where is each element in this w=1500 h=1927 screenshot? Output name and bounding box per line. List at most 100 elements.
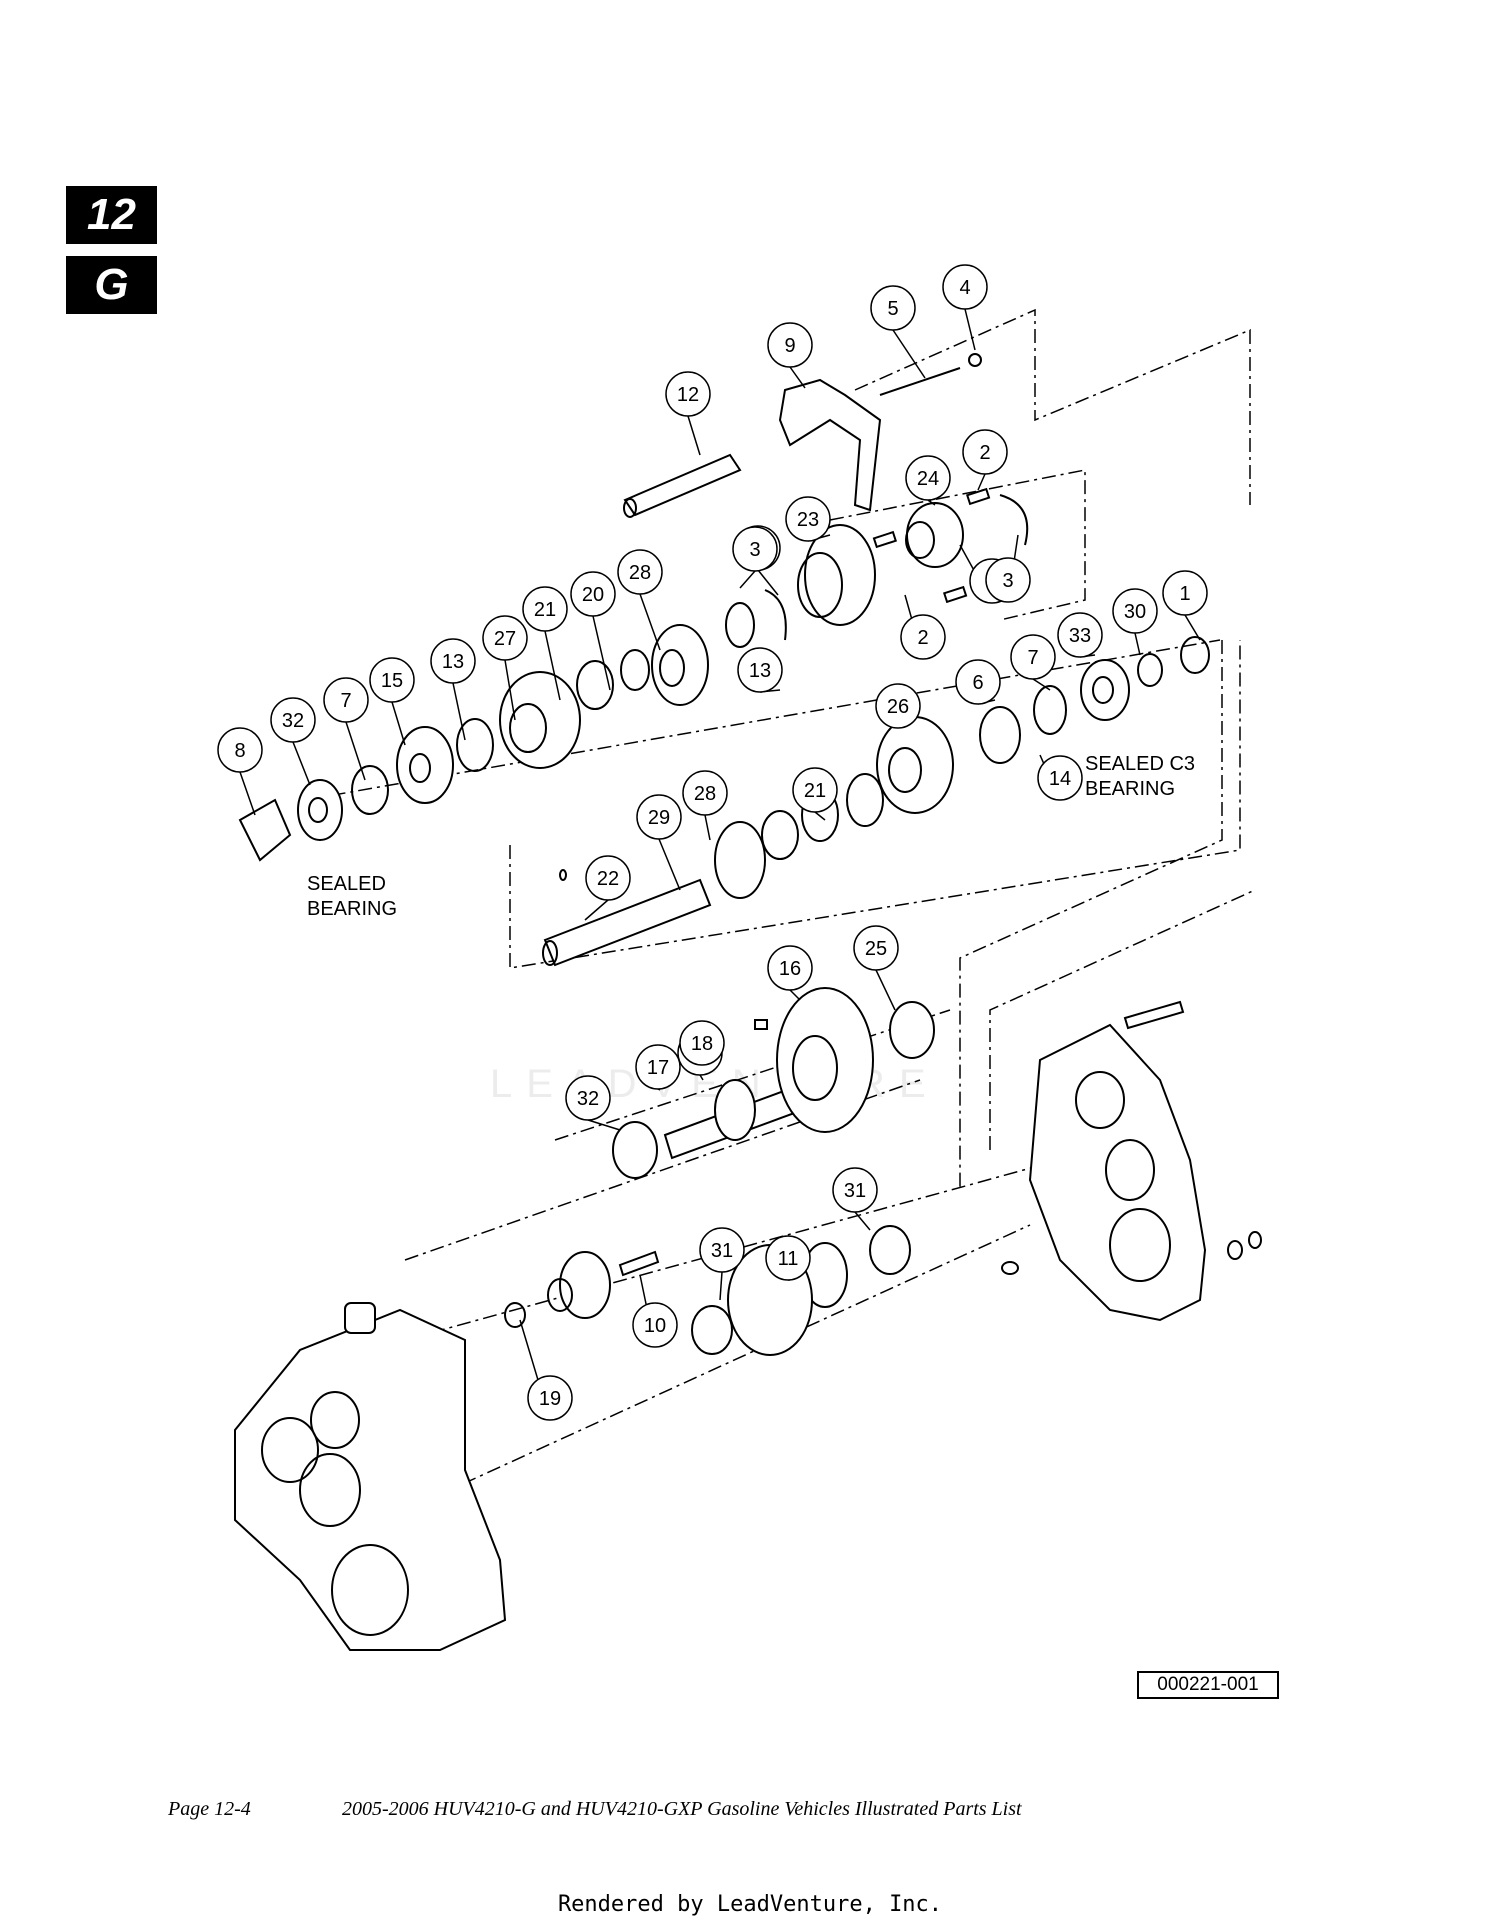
callout-bubble — [699, 1227, 745, 1273]
callout-7: 7 — [1010, 634, 1056, 691]
main-shaft — [543, 878, 712, 967]
callout-bubble — [1057, 612, 1103, 658]
callout-number: 28 — [629, 562, 651, 584]
callout-3: 3 — [732, 526, 778, 589]
section-tab-number: 12 — [66, 186, 157, 244]
callout-leader — [704, 814, 711, 841]
callout-number: 7 — [1027, 647, 1038, 669]
callout-5: 5 — [870, 285, 926, 379]
callout-bubble — [679, 1020, 725, 1066]
callout-26: 26 — [875, 683, 921, 729]
callout-number: 30 — [1124, 601, 1146, 623]
callout-22: 22 — [584, 855, 631, 921]
callout-bubble — [905, 455, 951, 501]
callout-bubble — [482, 615, 528, 661]
callout-number: 29 — [648, 807, 670, 829]
callout-bubble — [636, 794, 682, 840]
callout-number: 25 — [865, 938, 887, 960]
callout-leader — [687, 415, 701, 456]
callout-number: 10 — [644, 1315, 666, 1337]
callout-32: 32 — [270, 697, 316, 786]
callout-bubble — [942, 264, 988, 310]
callout-bubble — [985, 557, 1031, 603]
transmission-cover — [1028, 1023, 1207, 1322]
callout-32: 32 — [565, 1075, 621, 1131]
callout-25: 25 — [853, 925, 899, 1011]
callout-number: 20 — [582, 584, 604, 606]
callout-number: 4 — [959, 277, 970, 299]
callout-leader — [814, 811, 826, 821]
callout-bubble — [635, 1044, 681, 1090]
callout-number: 33 — [1069, 625, 1091, 647]
callout-leader — [292, 741, 311, 786]
callout-leader — [1184, 614, 1201, 641]
callout-4: 4 — [942, 264, 988, 351]
callout-number: 27 — [494, 628, 516, 650]
callout-leader — [789, 366, 806, 389]
callout-bubble — [682, 770, 728, 816]
callout-21: 21 — [522, 586, 568, 701]
callout-number: 21 — [804, 780, 826, 802]
callout-bubble — [767, 322, 813, 368]
rendered-by-credit: Rendered by LeadVenture, Inc. — [557, 1892, 943, 1917]
callout-bubble — [665, 371, 711, 417]
callout-number: 3 — [1002, 570, 1013, 592]
callout-number: 17 — [647, 1057, 669, 1079]
callout-28: 28 — [682, 770, 728, 841]
callout-bubble — [1037, 755, 1083, 801]
callout-leader — [892, 329, 926, 379]
note-sealed-c3-line1: SEALED C3 — [1085, 753, 1195, 775]
callout-bubble — [737, 647, 783, 693]
callout-number: 7 — [340, 690, 351, 712]
callout-bubble — [522, 586, 568, 632]
callout-number: 19 — [539, 1388, 561, 1410]
section-tab-letter: G — [66, 256, 157, 314]
callout-bubble — [570, 571, 616, 617]
note-sealed-c3-line2: BEARING — [1085, 778, 1175, 800]
callout-leader — [345, 721, 366, 781]
callout-7: 7 — [323, 677, 369, 781]
parts-artwork — [234, 308, 1262, 1651]
callout-leader — [639, 593, 661, 651]
callout-number: 8 — [234, 740, 245, 762]
footer-page-number: Page 12-4 — [168, 1798, 251, 1820]
callout-bubble — [732, 526, 778, 572]
callout-bubble — [875, 683, 921, 729]
callout-number: 26 — [887, 696, 909, 718]
callout-number: 32 — [282, 710, 304, 732]
callout-28: 28 — [617, 549, 663, 651]
callout-16: 16 — [767, 945, 813, 1001]
callout-bubble — [900, 614, 946, 660]
callout-number: 3 — [749, 539, 760, 561]
callout-leader — [592, 615, 611, 691]
callout-23: 23 — [785, 496, 831, 542]
callout-leader — [927, 499, 936, 506]
callout-19: 19 — [519, 1319, 573, 1421]
callout-leader — [719, 1271, 723, 1301]
callout-number: 13 — [749, 660, 771, 682]
callout-number: 6 — [972, 672, 983, 694]
callout-31: 31 — [832, 1167, 878, 1231]
callout-bubble — [870, 285, 916, 331]
callout-31: 31 — [699, 1227, 745, 1301]
callout-bubble — [565, 1075, 611, 1121]
callout-17: 17 — [635, 1044, 681, 1091]
callout-24: 24 — [905, 455, 951, 506]
callout-bubble — [1162, 570, 1208, 616]
callout-number: 12 — [677, 384, 699, 406]
shift-fork — [778, 378, 882, 512]
callout-12: 12 — [665, 371, 711, 456]
callout-number: 22 — [597, 868, 619, 890]
callout-number: 31 — [844, 1180, 866, 1202]
callout-bubble — [430, 638, 476, 684]
callout-number: 13 — [442, 651, 464, 673]
shift-rail — [623, 453, 742, 518]
note-sealed-bearing-line2: BEARING — [307, 898, 397, 920]
callout-bubble — [853, 925, 899, 971]
callout-bubble — [617, 549, 663, 595]
callout-layer: 1222333456778910111213131314151617181920… — [217, 264, 1208, 1421]
callout-leader — [757, 569, 779, 596]
callout-number: 15 — [381, 670, 403, 692]
callout-bubble — [585, 855, 631, 901]
callout-leader — [854, 1211, 871, 1231]
